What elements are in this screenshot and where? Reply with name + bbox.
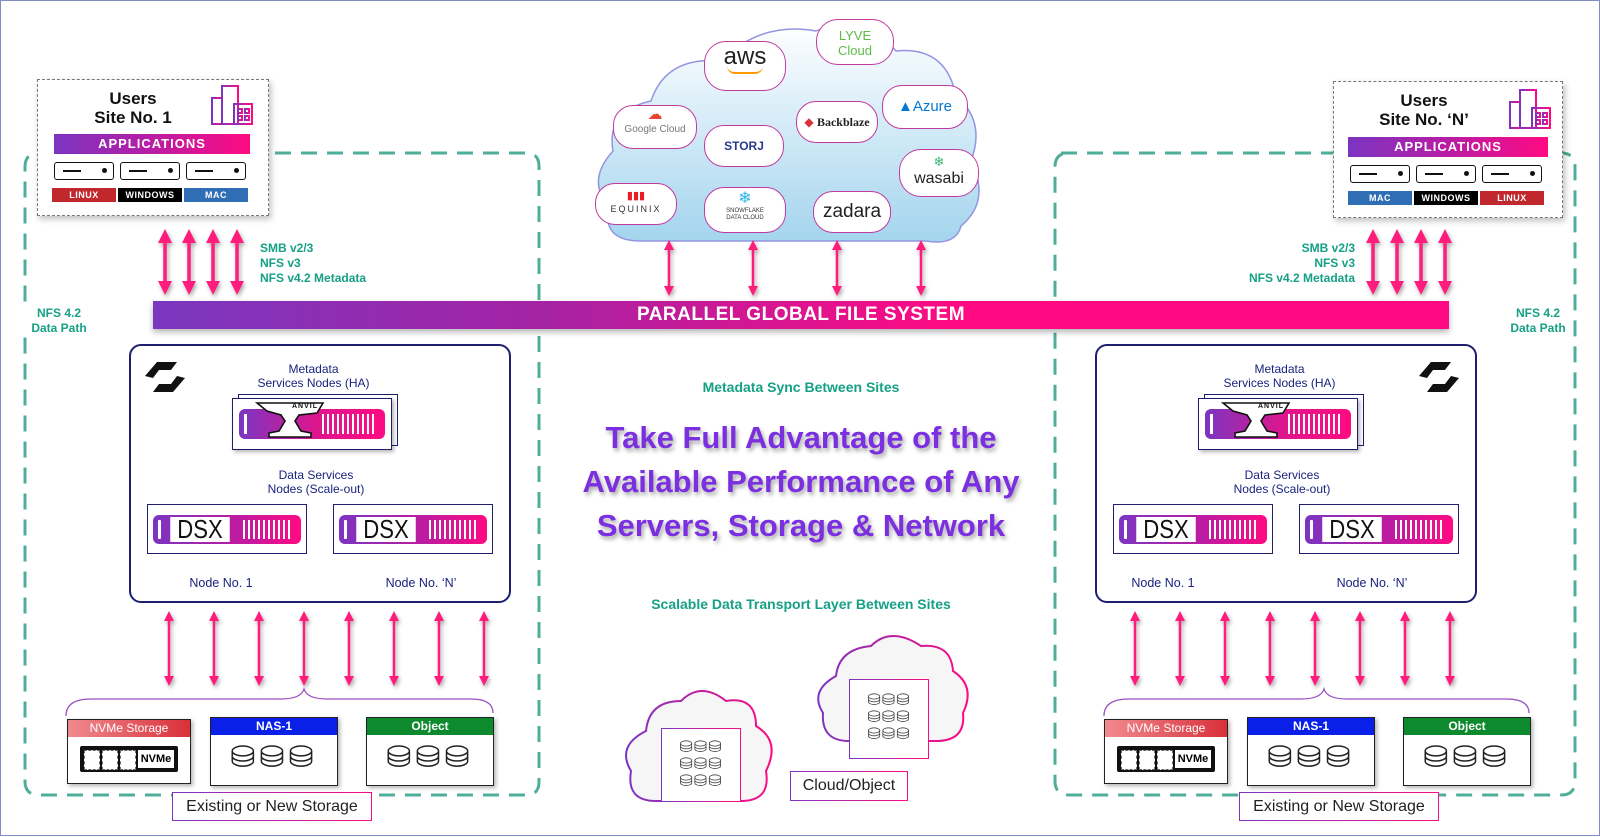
left-users-site-card: Users Site No. 1 APPLICATIONS LINUX WIND…: [37, 79, 269, 216]
dsx-node-n: DSX: [1299, 504, 1459, 554]
database-icons: ⛁⛁⛁: [230, 741, 318, 774]
left-site-frame: [23, 151, 541, 797]
os-label-linux: LINUX: [1480, 191, 1544, 205]
right-node-panel: Metadata Services Nodes (HA) ANVIL Data …: [1095, 344, 1477, 603]
cloud-logo-wasabi: ❄ wasabi: [899, 149, 979, 197]
database-icons: ⛁⛁⛁: [386, 741, 474, 774]
nvme-drive-icon: NVMe: [1117, 746, 1215, 772]
cloud-object-label: Cloud/Object: [790, 771, 908, 801]
data-services-title: Data Services Nodes (Scale-out): [236, 468, 396, 496]
node-last-label: Node No. ‘N’: [385, 576, 457, 590]
dsx-node-1: DSX: [147, 504, 307, 554]
cloud-object-storage-right: ⛁⛁⛁⛁⛁⛁⛁⛁⛁: [849, 679, 929, 759]
metadata-sync-label: Metadata Sync Between Sites: [702, 379, 900, 395]
node-first-label: Node No. 1: [189, 576, 253, 590]
dsx-node-1: DSX: [1113, 504, 1273, 554]
building-icon: [1509, 89, 1551, 129]
server-icon: [1416, 165, 1476, 183]
nas-storage-box: NAS-1 ⛁⛁⛁: [210, 717, 338, 786]
server-icon: [54, 162, 114, 180]
data-services-title: Data Services Nodes (Scale-out): [1202, 468, 1362, 496]
anvil-label: ANVIL: [292, 403, 318, 410]
os-label-linux: LINUX: [52, 188, 116, 202]
database-grid-icon: ⛁⛁⛁⛁⛁⛁⛁⛁⛁: [679, 739, 723, 790]
left-storage-arrows: [164, 611, 489, 686]
server-icon: [1350, 165, 1410, 183]
server-icon: [1482, 165, 1542, 183]
cloud-logo-zadara: zadara: [813, 191, 891, 233]
right-storage-brace: [1103, 686, 1530, 717]
right-protocol-arrows: [1366, 229, 1452, 295]
metadata-node: ANVIL: [1198, 398, 1358, 450]
os-label-mac: MAC: [184, 188, 248, 202]
cloud-logo-google: ☁ Google Cloud: [613, 105, 697, 149]
hammerspace-logo-icon: [1419, 362, 1459, 392]
os-label-windows: WINDOWS: [1414, 191, 1478, 205]
right-applications-bar: APPLICATIONS: [1348, 137, 1548, 157]
left-protocol-labels: SMB v2/3 NFS v3 NFS v4.2 Metadata: [260, 241, 367, 285]
left-storage-brace: [65, 686, 494, 717]
nas-header: NAS-1: [1248, 718, 1374, 735]
object-storage-box: Object ⛁⛁⛁: [1403, 717, 1531, 786]
node-first-label: Node No. 1: [1131, 576, 1195, 590]
cloud-logo-storj: STORJ: [704, 125, 784, 167]
right-nfs-data-path-label: NFS 4.2 Data Path: [1505, 306, 1571, 336]
server-icon: [186, 162, 246, 180]
cloud-object-storage-left: ⛁⛁⛁⛁⛁⛁⛁⛁⛁: [661, 728, 741, 802]
cloud-logo-azure: ▲Azure: [882, 85, 968, 129]
object-header: Object: [1404, 718, 1530, 735]
left-applications-bar: APPLICATIONS: [54, 134, 250, 154]
cloud-logo-snowflake: ❄ SNOWFLAKE DATA CLOUD: [704, 187, 786, 233]
left-protocol-arrows: [158, 229, 244, 295]
node-last-label: Node No. ‘N’: [1336, 576, 1408, 590]
right-users-site-card: Users Site No. ‘N’ APPLICATIONS MAC WIND…: [1333, 81, 1563, 218]
metadata-services-title: Metadata Services Nodes (HA): [257, 362, 370, 390]
os-label-mac: MAC: [1348, 191, 1412, 205]
dsx-label: DSX: [356, 516, 416, 542]
object-header: Object: [367, 718, 493, 735]
right-protocol-labels: SMB v2/3 NFS v3 NFS v4.2 Metadata: [1248, 241, 1355, 285]
left-nfs-data-path-label: NFS 4.2 Data Path: [23, 306, 95, 336]
left-site-title: Users Site No. 1: [94, 89, 172, 127]
anvil-label: ANVIL: [1258, 403, 1284, 410]
database-icons: ⛁⛁⛁: [1267, 741, 1355, 774]
nas-header: NAS-1: [211, 718, 337, 735]
metadata-services-title: Metadata Services Nodes (HA): [1223, 362, 1336, 390]
data-transport-label: Scalable Data Transport Layer Between Si…: [651, 596, 951, 612]
cloud-logo-backblaze: ◆ Backblaze: [796, 101, 878, 143]
building-icon: [211, 85, 253, 125]
dsx-label: DSX: [170, 516, 230, 542]
cloud-arrows: [664, 240, 926, 296]
metadata-node: ANVIL: [232, 398, 392, 450]
nvme-storage-box: NVMe Storage NVMe: [1104, 719, 1228, 784]
right-site-title: Users Site No. ‘N’: [1379, 91, 1469, 129]
dsx-node-n: DSX: [333, 504, 493, 554]
nvme-storage-box: NVMe Storage NVMe: [67, 719, 191, 784]
hammerspace-logo-icon: [145, 362, 185, 392]
right-existing-storage-label: Existing or New Storage: [1239, 792, 1439, 821]
anvil-icon: [1221, 402, 1291, 438]
left-node-panel: Metadata Services Nodes (HA) ANVIL Data …: [129, 344, 511, 603]
right-site-frame: [1053, 151, 1577, 797]
left-existing-storage-label: Existing or New Storage: [172, 792, 372, 821]
server-icon: [120, 162, 180, 180]
os-label-windows: WINDOWS: [118, 188, 182, 202]
anvil-icon: [255, 402, 325, 438]
dsx-label: DSX: [1322, 516, 1382, 542]
cloud-logo-lyve: LYVE Cloud: [816, 19, 894, 65]
object-storage-box: Object ⛁⛁⛁: [366, 717, 494, 786]
headline: Take Full Advantage of the Available Per…: [582, 420, 1020, 543]
database-grid-icon: ⛁⛁⛁⛁⛁⛁⛁⛁⛁: [867, 692, 911, 743]
nvme-storage-header: NVMe Storage: [68, 720, 190, 737]
dsx-label: DSX: [1136, 516, 1196, 542]
right-storage-arrows: [1130, 611, 1455, 686]
nas-storage-box: NAS-1 ⛁⛁⛁: [1247, 717, 1375, 786]
cloud-logo-aws: aws: [704, 41, 786, 91]
nvme-drive-icon: NVMe: [80, 746, 178, 772]
database-icons: ⛁⛁⛁: [1423, 741, 1511, 774]
cloud-logo-equinix: ▮▮▮ EQUINIX: [595, 183, 677, 225]
nvme-storage-header: NVMe Storage: [1105, 720, 1227, 737]
parallel-global-file-system-bar: PARALLEL GLOBAL FILE SYSTEM: [153, 301, 1449, 329]
